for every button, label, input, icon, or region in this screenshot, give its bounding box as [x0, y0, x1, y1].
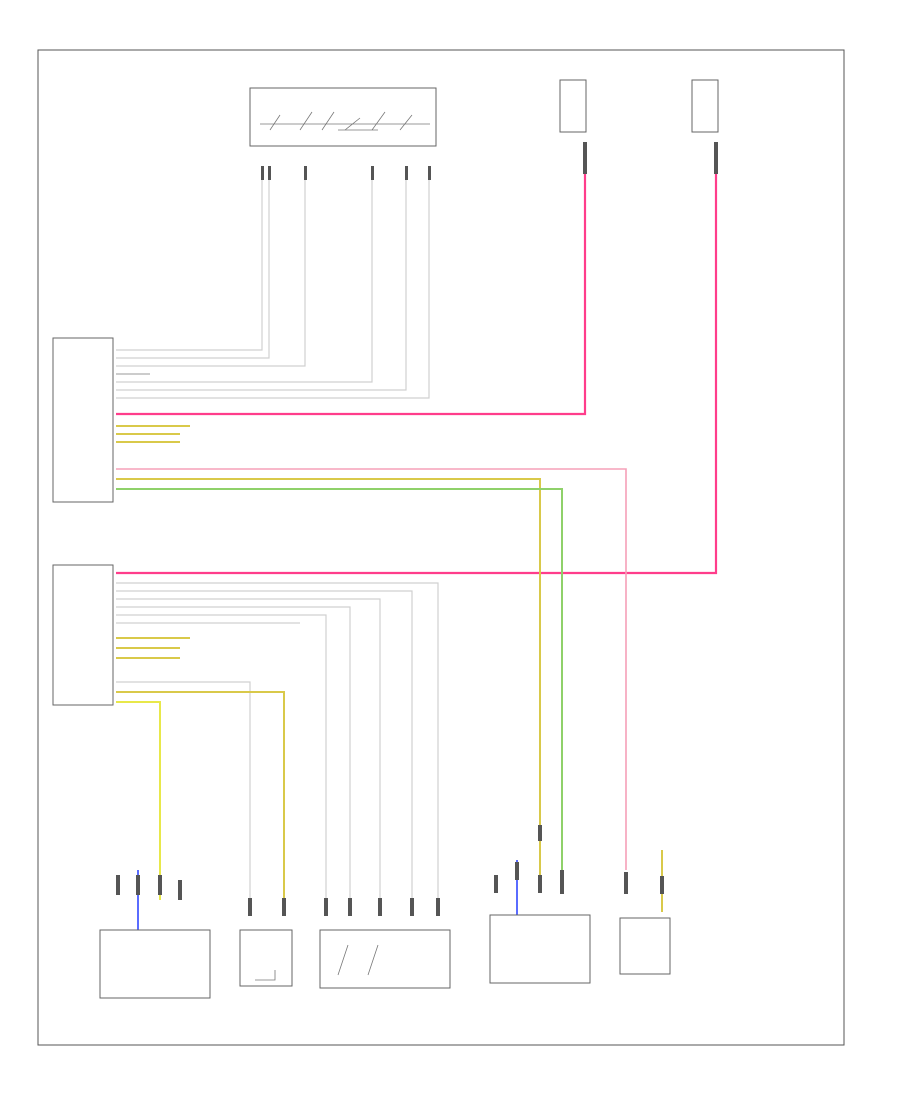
diagram-frame — [37, 49, 845, 1046]
bottom-component-1 — [99, 870, 211, 999]
bottom-component-5 — [619, 850, 671, 975]
wire-pink-fuse-right — [116, 174, 718, 575]
module-upper — [52, 337, 150, 503]
bottom-component-3 — [319, 898, 451, 989]
wire-gray-to-bottom-2 — [116, 681, 251, 900]
wires-gray-lower — [116, 582, 439, 900]
wire-yellow-to-bottom-2 — [116, 691, 285, 900]
bottom-component-2 — [239, 898, 293, 987]
wires-gray-upper — [116, 180, 430, 399]
fuse-left — [559, 79, 587, 174]
top-switch-connectors — [261, 166, 431, 180]
wire-pink-light — [116, 468, 627, 870]
bottom-component-4 — [489, 825, 591, 984]
fuse-right — [691, 79, 719, 174]
wire-pink-fuse-left — [116, 174, 587, 416]
module-upper-pins — [116, 349, 150, 399]
module-lower — [52, 564, 114, 706]
wire-yellow-to-bottom-1 — [116, 701, 161, 900]
wire-yellow-upper — [116, 478, 541, 880]
wire-green-upper — [116, 488, 563, 880]
top-switch-component — [249, 87, 437, 180]
